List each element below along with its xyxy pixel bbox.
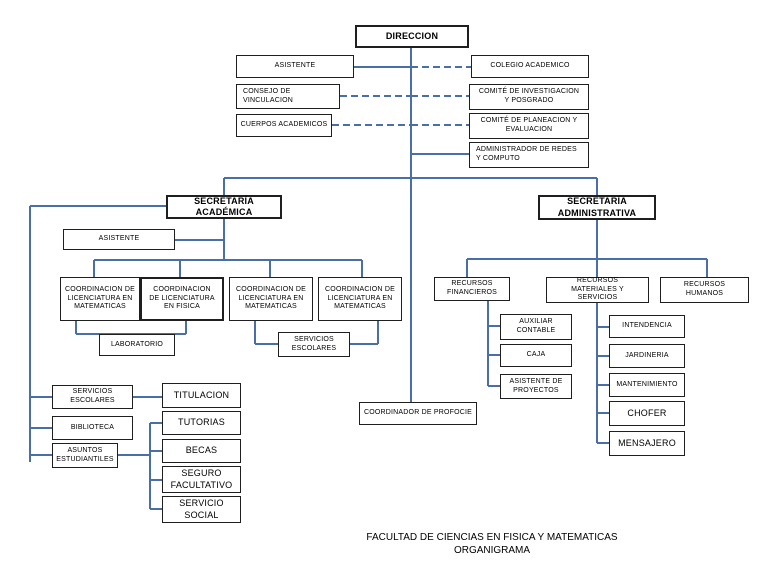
- box-asistente-top: ASISTENTE: [236, 55, 354, 78]
- box-recursos-materiales: RECURSOS MATERIALES Y SERVICIOS: [546, 277, 649, 303]
- box-coordinacion-matematicas-3: COORDINACION DE LICENCIATURA EN MATEMATI…: [318, 277, 402, 321]
- box-cuerpos-academicos: CUERPOS ACADEMICOS: [236, 114, 332, 137]
- box-secretaria-administrativa: SECRETARÍA ADMINISTRATIVA: [538, 195, 656, 220]
- box-caja: CAJA: [500, 344, 572, 367]
- box-mensajero: MENSAJERO: [609, 431, 685, 456]
- box-administrador-redes: ADMINISTRADOR DE REDES Y COMPUTO: [469, 142, 589, 168]
- box-seguro-facultativo: SEGURO FACULTATIVO: [162, 466, 241, 493]
- box-tutorias: TUTORIAS: [162, 411, 241, 435]
- box-recursos-humanos: RECURSOS HUMANOS: [660, 277, 749, 303]
- box-consejo-vinculacion: CONSEJO DE VINCULACION: [236, 84, 340, 109]
- box-asuntos-estudiantiles: ASUNTOS ESTUDIANTILES: [52, 443, 118, 468]
- box-colegio-academico: COLEGIO ACADEMICO: [471, 55, 589, 78]
- box-servicios-escolares-coord: SERVICIOS ESCOLARES: [278, 332, 350, 357]
- box-direccion: DIRECCION: [355, 25, 469, 48]
- box-coordinador-profocie: COORDINADOR DE PROFOCIE: [359, 402, 477, 425]
- box-mantenimiento: MANTENIMIENTO: [609, 373, 685, 397]
- box-coordinacion-matematicas-1: COORDINACION DE LICENCIATURA EN MATEMATI…: [60, 277, 140, 321]
- box-asistente-academica: ASISTENTE: [63, 229, 175, 250]
- box-asistente-proyectos: ASISTENTE DE PROYECTOS: [500, 374, 572, 399]
- box-recursos-financieros: RECURSOS FINANCIEROS: [434, 277, 510, 301]
- box-jardineria: JARDINERIA: [609, 344, 685, 368]
- box-becas: BECAS: [162, 439, 241, 463]
- box-servicios-escolares: SERVICIOS ESCOLARES: [52, 385, 133, 409]
- box-chofer: CHOFER: [609, 401, 685, 426]
- box-comite-planeacion: COMITÉ DE PLANEACION Y EVALUACION: [469, 113, 589, 139]
- box-laboratorio: LABORATORIO: [99, 334, 175, 356]
- caption-organigrama: ORGANIGRAMA: [453, 545, 531, 556]
- box-servicio-social: SERVICIO SOCIAL: [162, 496, 241, 523]
- box-biblioteca: BIBLIOTECA: [52, 416, 133, 440]
- box-auxiliar-contable: AUXILIAR CONTABLE: [500, 314, 572, 340]
- caption-facultad: FACULTAD DE CIENCIAS EN FISICA Y MATEMAT…: [366, 532, 618, 543]
- box-secretaria-academica: SECRETARÍA ACADÉMICA: [166, 195, 282, 219]
- box-comite-investigacion: COMITÉ DE INVESTIGACION Y POSGRADO: [469, 84, 589, 110]
- box-coordinacion-matematicas-2: COORDINACION DE LICENCIATURA EN MATEMATI…: [229, 277, 313, 321]
- box-intendencia: INTENDENCIA: [609, 315, 685, 338]
- box-titulacion: TITULACION: [162, 383, 241, 408]
- box-coordinacion-fisica: COORDINACION DE LICENCIATURA EN FISICA: [140, 277, 224, 321]
